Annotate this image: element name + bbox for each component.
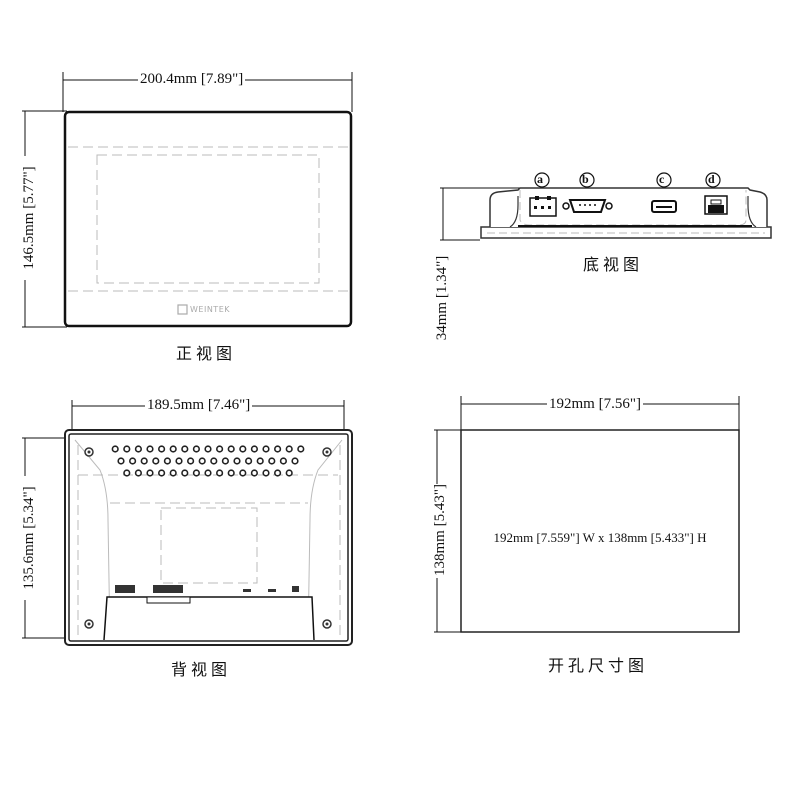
vent-hole [210, 457, 218, 465]
vent-hole [274, 469, 282, 477]
vent-hole [297, 445, 305, 453]
vent-hole [285, 445, 293, 453]
vent-hole [158, 445, 166, 453]
bottom-view-drawing [440, 172, 772, 241]
vent-hole [129, 457, 137, 465]
vent-hole [152, 457, 160, 465]
vent-hole [262, 469, 270, 477]
vent-hole [285, 469, 293, 477]
vent-hole [268, 457, 276, 465]
vent-hole [227, 469, 235, 477]
vent-hole [123, 469, 131, 477]
port-marker-b: b [582, 172, 589, 186]
vent-hole [233, 457, 241, 465]
vent-hole [216, 445, 224, 453]
vent-hole [239, 445, 247, 453]
vent-hole [169, 469, 177, 477]
vent-hole [146, 445, 154, 453]
vent-hole [146, 469, 154, 477]
vent-hole [291, 457, 299, 465]
vent-hole [245, 457, 253, 465]
vent-holes [111, 445, 305, 477]
port-marker-d: d [708, 172, 715, 186]
port-marker-c: c [659, 172, 665, 186]
front-view-caption: 正视图 [176, 344, 237, 363]
vent-hole [181, 445, 189, 453]
vent-hole [250, 469, 258, 477]
bottom-view-caption: 底视图 [583, 255, 644, 274]
front-height-dimension: 146.5mm [5.77"] [21, 156, 37, 280]
vent-hole [204, 469, 212, 477]
vent-hole [163, 457, 171, 465]
vent-hole [140, 457, 148, 465]
back-height-dimension: 135.6mm [5.34"] [21, 476, 37, 600]
front-width-dimension: 200.4mm [7.89"] [138, 71, 246, 87]
cutout-view-caption: 开孔尺寸图 [548, 656, 649, 675]
vent-hole [134, 445, 142, 453]
vent-hole [158, 469, 166, 477]
front-view-drawing [22, 72, 353, 328]
vent-hole [134, 469, 142, 477]
vent-hole [111, 445, 119, 453]
vent-hole [227, 445, 235, 453]
vent-hole [198, 457, 206, 465]
back-view-drawing [22, 400, 353, 646]
cutout-size-label: 192mm [7.559"] W x 138mm [5.433"] H [493, 530, 707, 545]
vent-hole [169, 445, 177, 453]
bottom-depth-dimension: 34mm [1.34"] [434, 251, 450, 345]
vent-hole [250, 445, 258, 453]
vent-hole [279, 457, 288, 465]
serial-port-icon [568, 199, 607, 213]
vent-hole [274, 445, 282, 453]
cutout-width-dimension: 192mm [7.56"] [547, 396, 643, 412]
vent-hole [187, 457, 195, 465]
vent-hole [123, 445, 131, 453]
back-view-caption: 背视图 [171, 660, 232, 679]
vent-hole [181, 469, 189, 477]
vent-hole [204, 445, 212, 453]
cutout-height-dimension: 138mm [5.43"] [432, 484, 448, 578]
vent-hole [221, 457, 229, 465]
vent-hole [175, 457, 183, 465]
port-marker-a: a [537, 172, 543, 186]
vent-hole [256, 457, 264, 465]
vent-hole [262, 445, 270, 453]
vent-hole [192, 445, 200, 453]
weintek-logo: WEINTEK [190, 305, 230, 314]
vent-hole [192, 469, 200, 477]
cutout-view-drawing [434, 396, 740, 633]
vent-hole [216, 469, 224, 477]
vent-hole [117, 457, 125, 465]
back-width-dimension: 189.5mm [7.46"] [145, 397, 253, 413]
vent-hole [239, 469, 247, 477]
